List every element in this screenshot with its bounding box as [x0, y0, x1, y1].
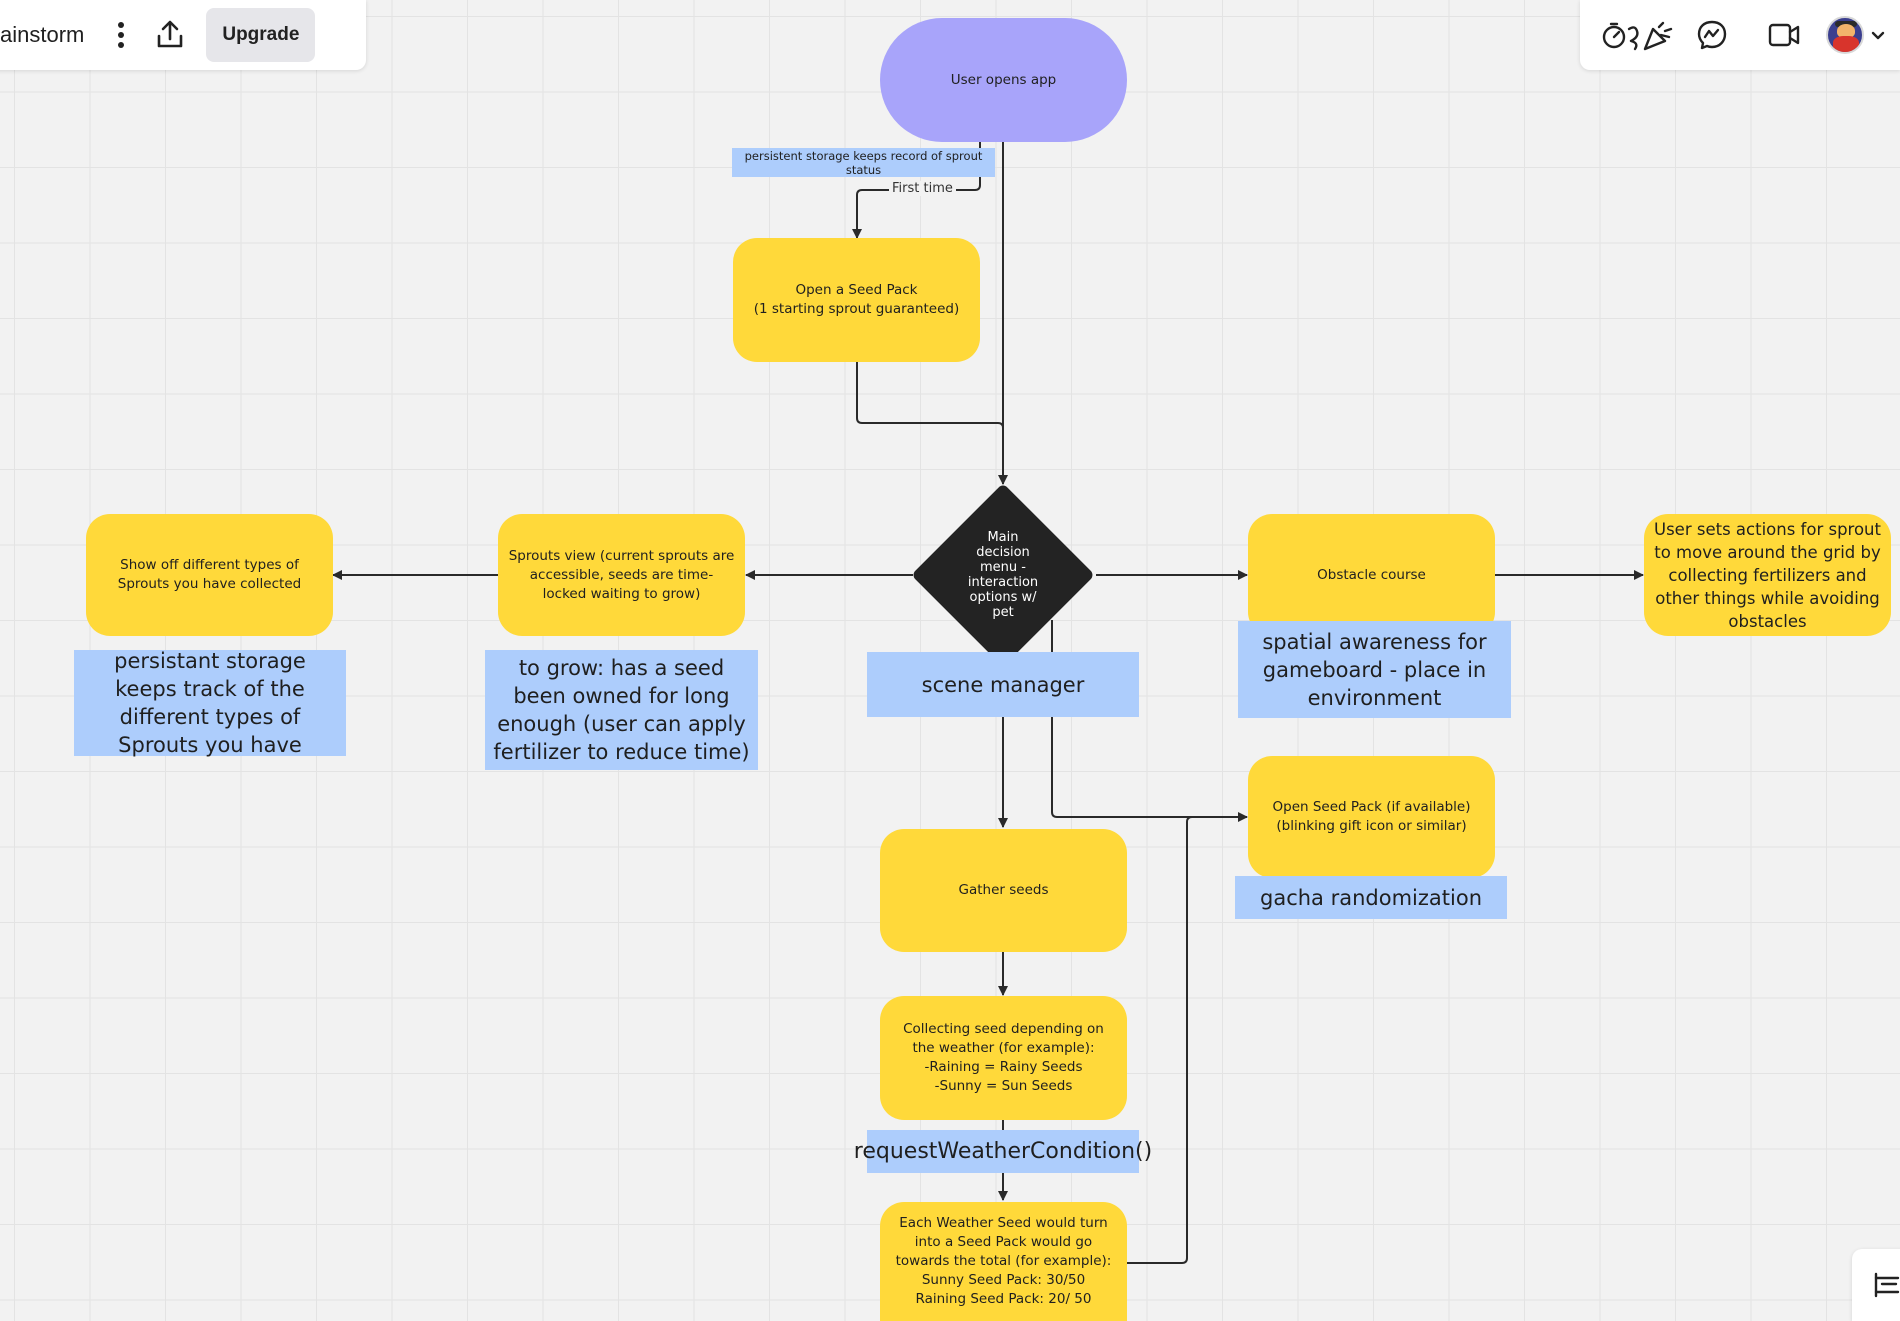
- share-upload-icon: [158, 20, 183, 48]
- sticky-label: Open a Seed Pack (1 starting sprout guar…: [753, 282, 960, 317]
- start-node-user-opens-app[interactable]: User opens app: [880, 18, 1127, 142]
- sticky-label: Open Seed Pack (if available) (blinking …: [1272, 799, 1471, 834]
- note-persistent-storage-status[interactable]: persistent storage keeps record of sprou…: [732, 148, 995, 177]
- share-button[interactable]: [140, 9, 200, 61]
- note-gacha-randomization[interactable]: gacha randomization: [1235, 876, 1507, 919]
- board-toolbar: ainstorm Upgrade: [0, 0, 366, 70]
- upgrade-button[interactable]: Upgrade: [206, 8, 316, 62]
- note-label: persistant storage keeps track of the di…: [114, 649, 306, 757]
- sticky-label: Each Weather Seed would turn into a Seed…: [895, 1215, 1112, 1307]
- note-scene-manager[interactable]: scene manager: [867, 652, 1139, 717]
- note-spatial-awareness[interactable]: spatial awareness for gameboard - place …: [1238, 621, 1511, 718]
- sticky-label: Collecting seed depending on the weather…: [903, 1021, 1104, 1094]
- note-request-weather-condition[interactable]: requestWeatherCondition(): [854, 1130, 1152, 1173]
- sticky-open-seed-pack[interactable]: Open a Seed Pack (1 starting sprout guar…: [733, 238, 980, 362]
- celebrate-icon: [1643, 27, 1667, 51]
- collaboration-toolbar: [1580, 0, 1900, 70]
- sticky-show-off-sprouts[interactable]: Show off different types of Sprouts you …: [86, 514, 333, 636]
- more-vertical-icon: [118, 22, 125, 48]
- note-to-grow[interactable]: to grow: has a seed been owned for long …: [485, 650, 758, 770]
- sticky-label: Sprouts view (current sprouts are access…: [508, 547, 735, 602]
- connector-total-to-seedpack: [1127, 816, 1247, 1264]
- note-label: persistent storage keeps record of sprou…: [744, 148, 983, 177]
- reactions-timer-icon: [1602, 21, 1673, 51]
- sticky-label: Show off different types of Sprouts you …: [117, 557, 302, 592]
- reactions-button[interactable]: [1598, 9, 1676, 61]
- sticky-obstacle-course[interactable]: Obstacle course: [1248, 514, 1495, 636]
- avatar[interactable]: [1826, 16, 1864, 54]
- sticky-open-seed-pack-available[interactable]: Open Seed Pack (if available) (blinking …: [1248, 756, 1495, 878]
- frames-button[interactable]: [1852, 1249, 1900, 1321]
- sticky-label: User sets actions for sprout to move aro…: [1654, 519, 1881, 631]
- chat-bubble-icon: [1697, 20, 1727, 50]
- connector-seedpack-to-decision: [856, 362, 1004, 429]
- decision-main-menu[interactable]: Main decision menu - interaction options…: [911, 483, 1095, 667]
- board-title[interactable]: ainstorm: [0, 22, 85, 47]
- sticky-user-sets-actions[interactable]: User sets actions for sprout to move aro…: [1644, 514, 1891, 636]
- connector-label-first-time: First time: [889, 181, 956, 196]
- sticky-gather-seeds[interactable]: Gather seeds: [880, 829, 1127, 952]
- note-label: gacha randomization: [1260, 885, 1482, 910]
- video-camera-icon: [1768, 23, 1800, 47]
- upgrade-button-label: Upgrade: [222, 24, 300, 45]
- decision-label: Main decision menu - interaction options…: [967, 530, 1039, 620]
- note-label: requestWeatherCondition(): [853, 1138, 1153, 1164]
- note-persistant-storage-types[interactable]: persistant storage keeps track of the di…: [74, 649, 346, 757]
- sticky-collecting-seed-weather[interactable]: Collecting seed depending on the weather…: [880, 996, 1127, 1120]
- note-label: scene manager: [921, 672, 1085, 697]
- chevron-down-icon[interactable]: [1870, 29, 1886, 41]
- note-label: to grow: has a seed been owned for long …: [493, 656, 750, 764]
- chat-button[interactable]: [1676, 9, 1748, 61]
- sticky-label: Gather seeds: [958, 882, 1049, 898]
- frame-list-icon: [1874, 1272, 1900, 1298]
- note-label: spatial awareness for gameboard - place …: [1262, 629, 1487, 710]
- sticky-sprouts-view[interactable]: Sprouts view (current sprouts are access…: [498, 514, 745, 636]
- sticky-label: Obstacle course: [1317, 566, 1426, 583]
- start-node-label: User opens app: [950, 72, 1057, 88]
- more-options-button[interactable]: [102, 9, 140, 61]
- video-call-button[interactable]: [1748, 9, 1820, 61]
- sticky-weather-seed-total[interactable]: Each Weather Seed would turn into a Seed…: [880, 1202, 1127, 1321]
